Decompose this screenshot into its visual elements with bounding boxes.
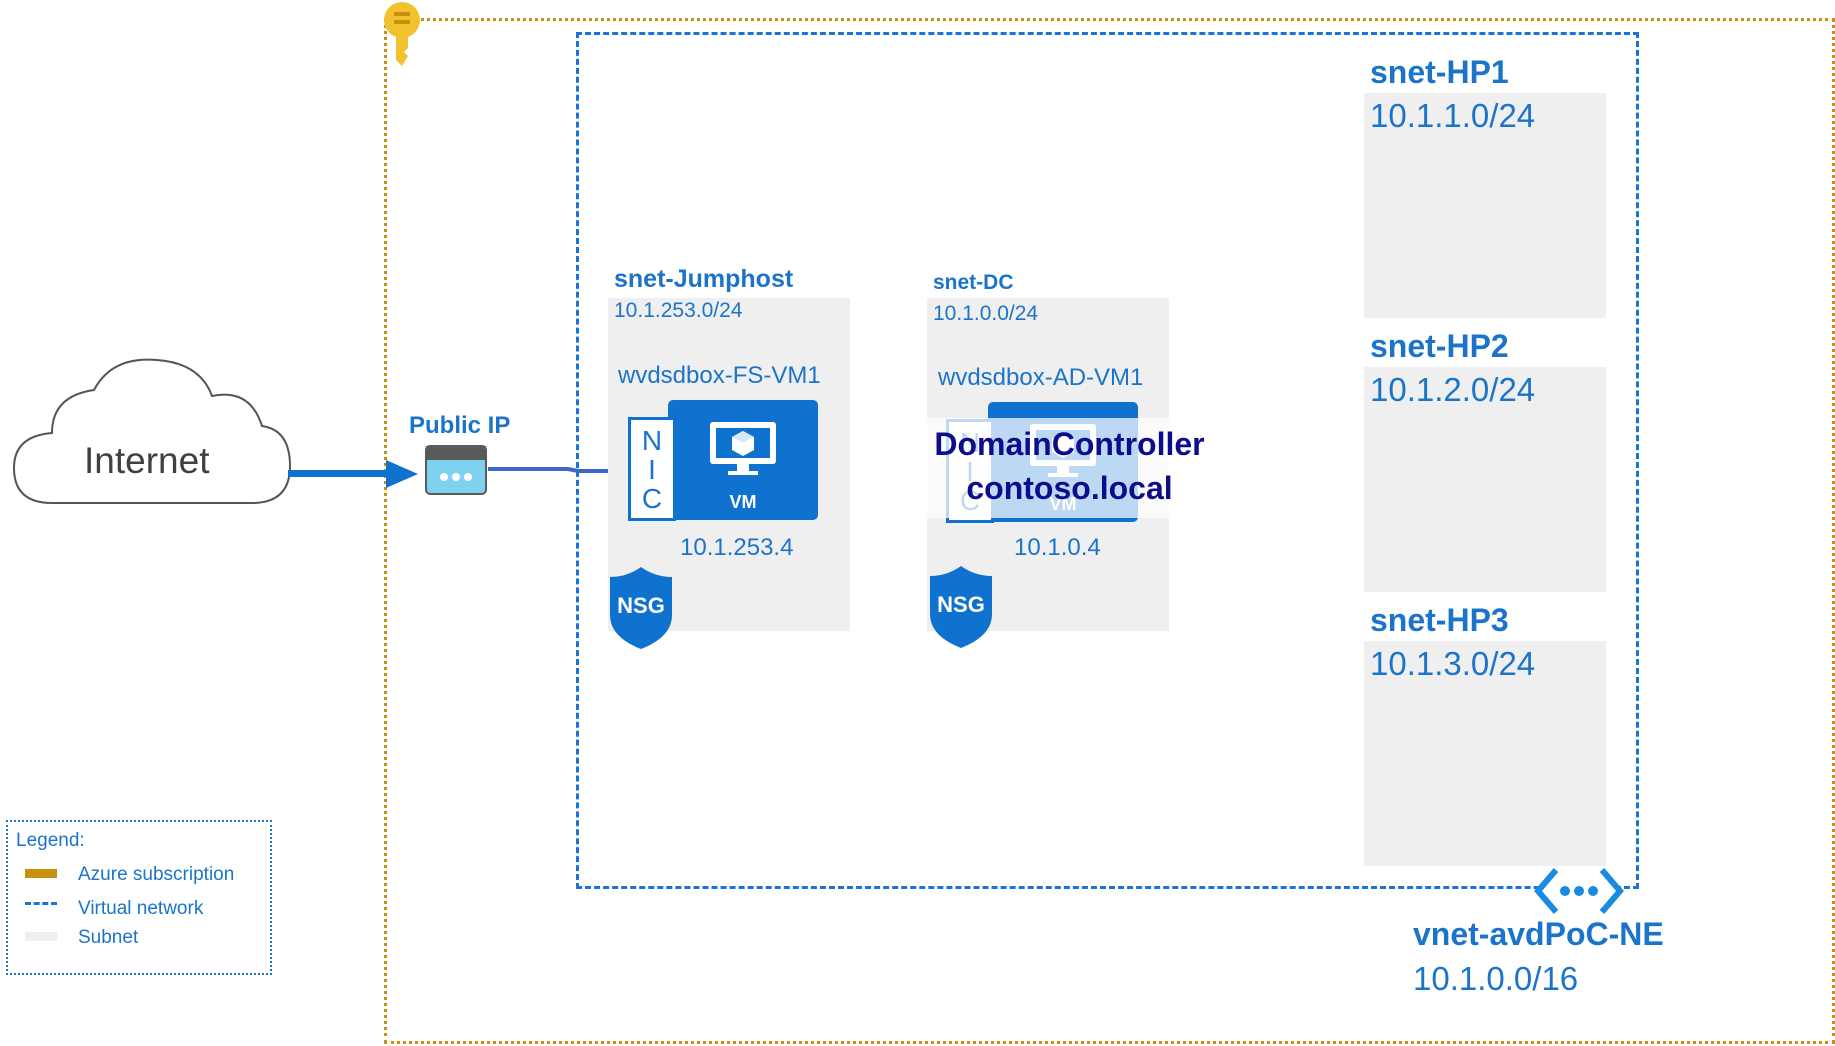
subnet-hp2-cidr: 10.1.2.0/24: [1370, 371, 1536, 408]
vnet-name: vnet-avdPoC-NE: [1413, 916, 1664, 952]
subnet-hp1-cidr: 10.1.1.0/24: [1370, 97, 1536, 134]
subnet-hp3: [1364, 641, 1606, 866]
nic-letter: N: [641, 425, 663, 456]
vm-dc-ip: 10.1.0.4: [1014, 534, 1101, 561]
nsg-dc-label: NSG: [937, 592, 985, 617]
legend-swatch-vnet: [25, 902, 57, 905]
vnet-icon: [1534, 868, 1624, 914]
subnet-hp2-name: snet-HP2: [1370, 328, 1509, 364]
subnet-jumphost-name: snet-Jumphost: [614, 265, 794, 293]
vnet-cidr: 10.1.0.0/16: [1413, 960, 1579, 997]
vm-monitor-icon: [710, 422, 776, 475]
dc-domain-label: contoso.local: [966, 470, 1173, 506]
nsg-jumphost-label: NSG: [617, 593, 665, 618]
legend-swatch-subnet: [25, 932, 57, 941]
legend-swatch-subscription: [25, 869, 57, 878]
vm-dc-name: wvdsdbox-AD-VM1: [938, 364, 1144, 391]
legend-item-label: Subnet: [78, 927, 139, 948]
subnet-dc-cidr: 10.1.0.0/24: [933, 302, 1039, 325]
dc-role-label: DomainController: [934, 426, 1205, 462]
vm-jumphost-label: VM: [729, 492, 757, 512]
subnet-hp2: [1364, 367, 1606, 592]
internet-label: Internet: [84, 440, 210, 481]
internet-arrow: [288, 460, 418, 488]
legend-item-label: Virtual network: [78, 898, 204, 919]
legend-title: Legend:: [16, 830, 85, 851]
key-icon: [384, 2, 420, 66]
legend-item-label: Azure subscription: [78, 864, 235, 885]
subscription-boundary: [384, 18, 1835, 1044]
subnet-hp1-name: snet-HP1: [1370, 54, 1509, 90]
internet-cloud-icon: [12, 358, 292, 504]
legend: Legend: Azure subscription Virtual netwo…: [6, 820, 272, 975]
vnet-boundary: [576, 32, 1639, 889]
vm-jumphost-name: wvdsdbox-FS-VM1: [618, 362, 821, 389]
public-ip-icon[interactable]: [424, 444, 488, 496]
subnet-hp1: [1364, 93, 1606, 318]
nic-jumphost[interactable]: N I C: [628, 417, 676, 521]
nic-letter: C: [641, 483, 663, 514]
subnet-hp3-name: snet-HP3: [1370, 602, 1509, 638]
vm-jumphost-ip: 10.1.253.4: [680, 534, 794, 561]
nic-letter: I: [648, 454, 656, 485]
subnet-jumphost-cidr: 10.1.253.0/24: [614, 299, 743, 322]
nsg-shield-icon[interactable]: [928, 564, 994, 650]
subnet-dc-name: snet-DC: [933, 271, 1014, 294]
public-ip-label: Public IP: [409, 412, 511, 439]
nsg-shield-icon[interactable]: [608, 565, 674, 651]
vm-jumphost-tile[interactable]: VM: [668, 400, 818, 520]
subnet-hp3-cidr: 10.1.3.0/24: [1370, 645, 1536, 682]
dc-overlay: [897, 418, 1242, 518]
public-ip-nic-connector: [488, 467, 630, 473]
